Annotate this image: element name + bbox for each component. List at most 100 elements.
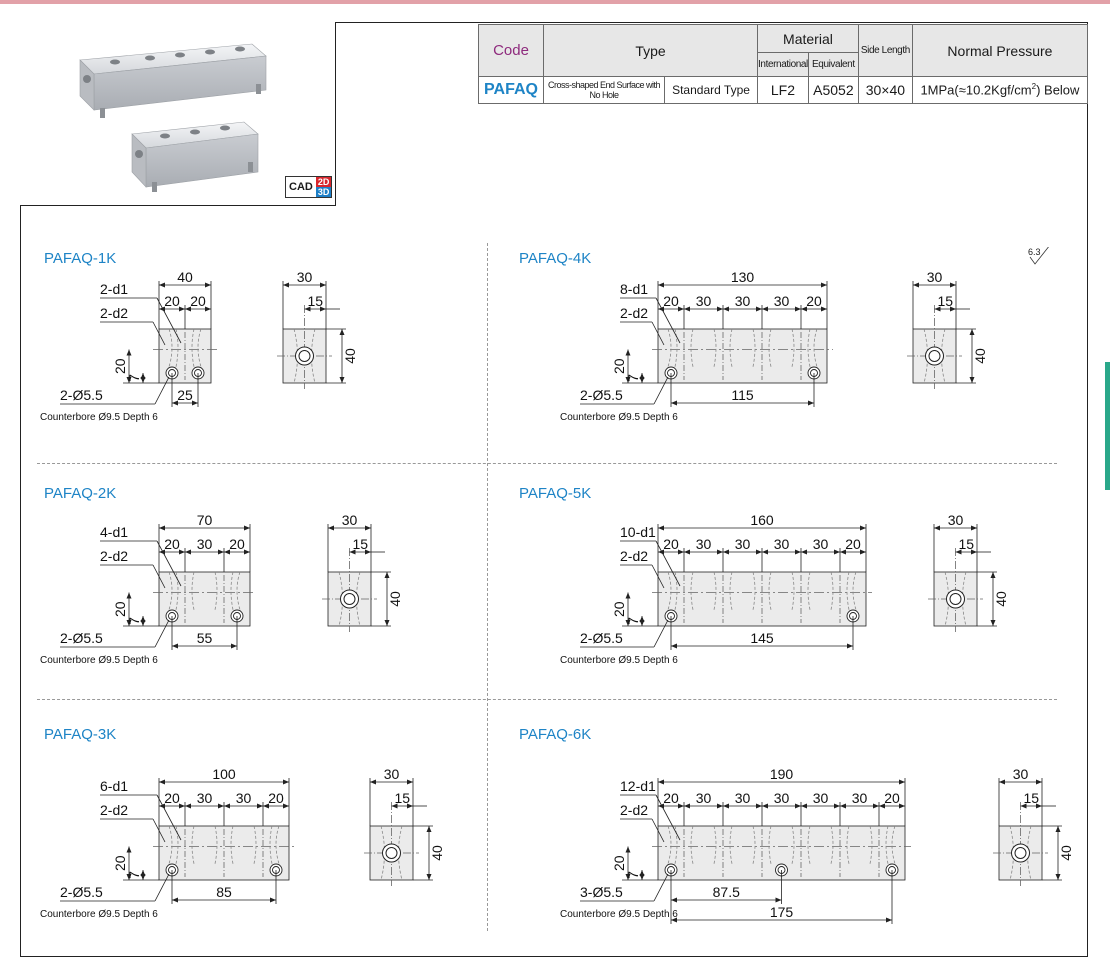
height-dim-label: 20 xyxy=(611,601,627,617)
pitch-dim-2-arrow-l xyxy=(723,306,729,312)
side-width-dim-arrow-l xyxy=(370,779,376,785)
cad-2d-label: 2D xyxy=(315,177,332,187)
side-width-dim-label: 30 xyxy=(948,512,964,528)
side-width-dim-arrow-r xyxy=(971,525,977,531)
pitch-dim-3-arrow-r xyxy=(795,803,801,809)
pitch-dim-3-arrow-r xyxy=(283,803,289,809)
pitch-dim-0-label: 20 xyxy=(663,790,679,806)
side-height-dim-label: 40 xyxy=(342,348,358,364)
side-height-dim-label: 40 xyxy=(429,845,445,861)
holes-leader-label: 2-d1 xyxy=(100,281,128,297)
end-hidden-outline-r xyxy=(236,571,241,610)
side-port-outer xyxy=(946,589,965,609)
pitch-dim-2-arrow-l xyxy=(723,549,729,555)
total-length-dim-arrow-r xyxy=(205,282,211,288)
side-port-inner xyxy=(298,350,311,362)
mount-leader-label: 3-Ø5.5 xyxy=(580,884,623,900)
type-shape-value: Cross-shaped End Surface with No Hole xyxy=(543,76,665,104)
side-height-dim-arrow-t xyxy=(339,329,345,335)
pitch-dim-1-label: 20 xyxy=(190,293,206,309)
pitch-dim-1-arrow-r xyxy=(218,549,224,555)
mount-leader-label: 2-Ø5.5 xyxy=(60,884,103,900)
side-height-dim-arrow-b xyxy=(426,874,432,880)
pitch-dim-1-label: 30 xyxy=(197,790,213,806)
mount-leader-arrow xyxy=(154,376,170,405)
side-width-dim-arrow-r xyxy=(407,779,413,785)
d2-leader-arrow xyxy=(651,321,665,346)
height-dim-label: 20 xyxy=(112,358,128,374)
mount-pitch-dim-arrow-r xyxy=(192,400,198,406)
surface-roughness-symbol: 6.3 xyxy=(1028,247,1049,265)
side-height-dim-arrow-t xyxy=(426,826,432,832)
counterbore-note: Counterbore Ø9.5 Depth 6 xyxy=(560,655,678,666)
pitch-dim-4-label: 30 xyxy=(813,536,829,552)
side-height-dim-label: 40 xyxy=(993,591,1009,607)
drawing-title-5k: PAFAQ-5K xyxy=(519,485,592,502)
pitch-dim-5-arrow-l xyxy=(840,803,846,809)
total-length-dim-arrow-r xyxy=(283,779,289,785)
type-standard-value: Standard Type xyxy=(663,76,759,104)
mount-pitch-dim-arrow-l xyxy=(172,897,178,903)
hole-height-dim-arrow-b xyxy=(140,377,146,383)
mount-leader-arrow xyxy=(154,619,170,648)
side-port-outer xyxy=(295,346,314,366)
mount-pitch-dim-arrow-l xyxy=(172,400,178,406)
side-half-dim-arrow-r xyxy=(950,306,956,312)
pitch-dim-5-arrow-l xyxy=(840,549,846,555)
d2-leader-arrow xyxy=(651,564,665,589)
height-dim-arrow-b xyxy=(126,620,132,626)
pitch-dim-2-label: 30 xyxy=(735,536,751,552)
pitch-dim-3-label: 30 xyxy=(774,536,790,552)
row-divider-2 xyxy=(37,699,1057,700)
side-width-dim-arrow-l xyxy=(934,525,940,531)
height-dim-arrow-b xyxy=(625,620,631,626)
mount-pitch-dim-arrow-l xyxy=(172,643,178,649)
side-width-dim-label: 30 xyxy=(1013,766,1029,782)
pitch-dim-2-arrow-l xyxy=(224,549,230,555)
top-accent-rule xyxy=(0,0,1110,4)
side-port-outer xyxy=(382,843,401,863)
spec-table: Code Type Material Side Length Normal Pr… xyxy=(478,24,1089,104)
cad-badge[interactable]: CAD 2D 3D xyxy=(285,176,333,198)
side-height-dim-label: 40 xyxy=(387,591,403,607)
height-dim-label: 20 xyxy=(611,358,627,374)
pitch-dim-1-arrow-r xyxy=(218,803,224,809)
d2-leader-label: 2-d2 xyxy=(100,548,128,564)
hole-height-dim-arrow-b xyxy=(639,377,645,383)
pitch-dim-5-arrow-r xyxy=(860,549,866,555)
pitch-dim-5-arrow-r xyxy=(873,803,879,809)
counterbore-note: Counterbore Ø9.5 Depth 6 xyxy=(40,412,158,423)
pitch-dim-4-arrow-l xyxy=(801,549,807,555)
side-height-dim-arrow-t xyxy=(990,572,996,578)
pitch-dim-4-arrow-l xyxy=(801,803,807,809)
total-length-dim-arrow-l xyxy=(658,282,664,288)
height-dim-arrow-t xyxy=(625,592,631,599)
side-height-dim-arrow-b xyxy=(339,377,345,383)
mount-leader-label: 2-Ø5.5 xyxy=(60,387,103,403)
mount-pitch-dim-half-arrow-r xyxy=(775,897,782,903)
side-port-inner xyxy=(385,847,398,859)
side-height-dim-arrow-b xyxy=(1055,874,1061,880)
side-height-dim-label: 40 xyxy=(1058,845,1074,861)
drawing-title-3k: PAFAQ-3K xyxy=(44,726,117,743)
hole-height-dim-label: 7 xyxy=(625,617,641,625)
counterbore-note: Counterbore Ø9.5 Depth 6 xyxy=(40,909,158,920)
pitch-dim-1-arrow-l xyxy=(684,306,690,312)
cad-format-stack: 2D 3D xyxy=(315,177,332,197)
side-width-dim-arrow-l xyxy=(328,525,334,531)
pitch-dim-6-arrow-l xyxy=(879,803,885,809)
pitch-dim-3-label: 30 xyxy=(774,790,790,806)
material-header: Material xyxy=(757,24,859,53)
pitch-dim-2-arrow-l xyxy=(224,803,230,809)
pitch-dim-2-arrow-r xyxy=(756,306,762,312)
side-category-tab[interactable] xyxy=(1105,362,1110,490)
mount-pitch-dim-label: 115 xyxy=(731,387,754,403)
pitch-dim-1-arrow-l xyxy=(185,306,191,312)
height-dim-arrow-b xyxy=(126,377,132,383)
side-half-dim-label: 15 xyxy=(352,536,368,552)
total-length-dim-arrow-l xyxy=(159,282,165,288)
total-length-dim-label: 190 xyxy=(770,766,794,782)
pitch-dim-4-arrow-l xyxy=(801,306,807,312)
counterbore-note: Counterbore Ø9.5 Depth 6 xyxy=(40,655,158,666)
